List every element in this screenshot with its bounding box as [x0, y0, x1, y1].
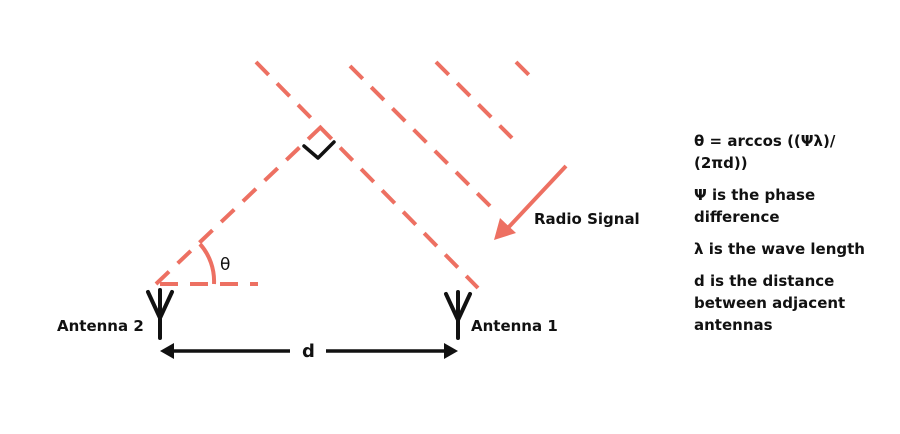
distance-label: d	[302, 341, 315, 362]
formula: θ = arccos ((Ψλ)/ (2πd))	[694, 130, 894, 174]
antenna-1-label: Antenna 1	[471, 317, 558, 335]
formula-line-2: (2πd))	[694, 154, 748, 172]
antenna-2-icon	[146, 288, 174, 340]
wavelength-definition: λ is the wave length	[694, 240, 865, 258]
antenna-2-label: Antenna 2	[57, 317, 144, 335]
radio-signal-arrow	[494, 164, 568, 240]
wavefront-line-3	[434, 60, 514, 140]
formula-line-1: θ = arccos ((Ψλ)/	[694, 132, 836, 150]
antenna-1-icon	[444, 290, 472, 340]
angle-arc	[198, 242, 217, 285]
angle-label: θ	[220, 255, 230, 275]
wavefront-line-4	[514, 60, 532, 78]
right-angle-marker	[302, 140, 336, 160]
radio-signal-label: Radio Signal	[534, 210, 640, 228]
formula-legend: θ = arccos ((Ψλ)/ (2πd)) Ψ is the phase …	[694, 130, 894, 346]
wavefronts	[254, 60, 532, 290]
distance-definition: d is the distance between adjacent anten…	[694, 272, 846, 334]
wavefront-line-2	[348, 64, 498, 214]
perpendicular-line	[154, 124, 324, 286]
distance-arrow	[160, 343, 458, 359]
phase-definition: Ψ is the phase difference	[694, 186, 816, 226]
wavefront-line-1	[254, 60, 480, 290]
